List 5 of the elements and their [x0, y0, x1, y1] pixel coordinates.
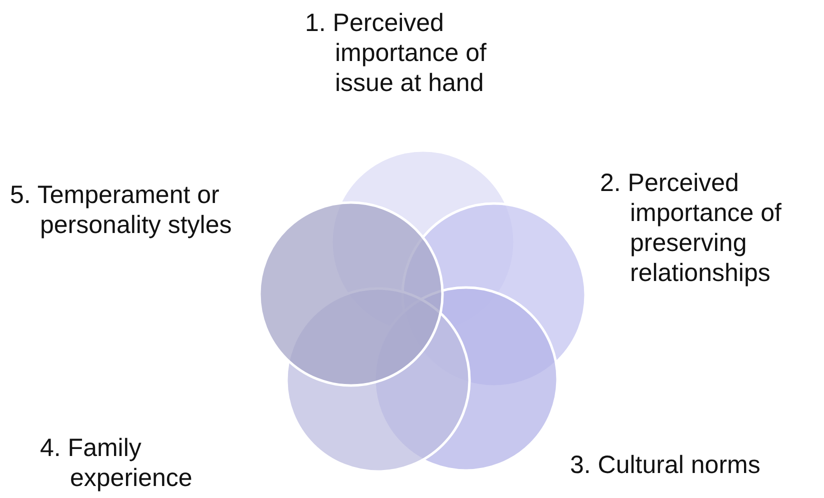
- circle-caption: 5. Temperament or personality styles: [10, 180, 233, 240]
- circle-caption: 3. Cultural norms: [570, 450, 762, 480]
- circle-caption: 4. Family experience: [40, 433, 194, 493]
- circle-caption: 1. Perceived importance of issue at hand: [305, 8, 488, 98]
- circle-caption: 2. Perceived importance of preserving relationships: [600, 168, 782, 288]
